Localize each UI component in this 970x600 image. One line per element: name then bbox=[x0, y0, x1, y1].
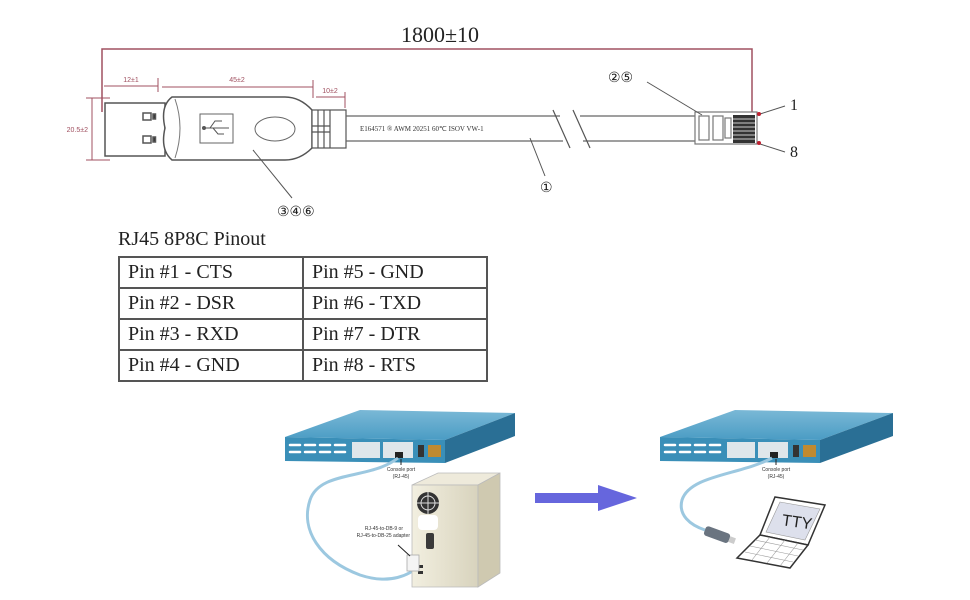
height-label: 20.5±2 bbox=[67, 127, 88, 134]
console-port-sublabel-left: (RJ-45) bbox=[393, 474, 410, 480]
pin-cell: Pin #7 - DTR bbox=[302, 318, 488, 351]
table-row: Pin #3 - RXD Pin #7 - DTR bbox=[118, 318, 488, 351]
pin-cell: Pin #5 - GND bbox=[302, 256, 488, 289]
pin-cell: Pin #6 - TXD bbox=[302, 287, 488, 320]
cable-break-marks bbox=[552, 109, 591, 149]
usb-housing-callout: ③④⑥ bbox=[277, 203, 315, 219]
laptop bbox=[735, 496, 827, 569]
usb-housing bbox=[162, 96, 313, 161]
strain-relief-dimension bbox=[316, 92, 346, 108]
height-dimension bbox=[86, 97, 110, 161]
adapter-sublabel: RJ-45-to-DB-25 adapter bbox=[357, 533, 411, 539]
pinout-table: Pin #1 - CTS Pin #5 - GND Pin #2 - DSR P… bbox=[118, 256, 488, 382]
console-port-label-left: Console port bbox=[387, 467, 416, 473]
pin-cell: Pin #8 - RTS bbox=[302, 349, 488, 382]
usb-plug-icon bbox=[703, 526, 736, 544]
arrow-right-icon bbox=[535, 485, 637, 511]
rj45-contacts bbox=[733, 115, 755, 143]
router-right bbox=[660, 410, 893, 463]
total-length-dimension-line bbox=[101, 48, 753, 112]
pin-cell: Pin #2 - DSR bbox=[118, 287, 304, 320]
serial-port bbox=[426, 533, 434, 549]
cable-callout: ① bbox=[540, 179, 553, 195]
rj45-boot-leader bbox=[646, 81, 703, 116]
router-left bbox=[285, 410, 515, 463]
strain-relief-label: 10±2 bbox=[322, 88, 338, 95]
usb-housing-leader bbox=[252, 149, 293, 199]
total-length-label: 1800±10 bbox=[401, 22, 479, 47]
cable-callout-leader bbox=[529, 137, 546, 177]
body-length-label: 45±2 bbox=[229, 77, 245, 84]
pin-cell: Pin #3 - RXD bbox=[118, 318, 304, 351]
adapter-label: RJ-45-to-DB-9 or bbox=[365, 526, 403, 532]
table-row: Pin #4 - GND Pin #8 - RTS bbox=[118, 349, 488, 382]
console-port-right bbox=[770, 452, 778, 458]
table-row: Pin #1 - CTS Pin #5 - GND bbox=[118, 256, 488, 289]
console-port-sublabel-right: (RJ-45) bbox=[768, 474, 785, 480]
pin-1-label: 1 bbox=[790, 97, 798, 114]
console-port-left bbox=[395, 452, 403, 458]
pin-8-label: 8 bbox=[790, 144, 798, 161]
cable-print-text: E164571 ® AWM 20251 60℃ ISOV VW-1 bbox=[360, 125, 484, 133]
usb-grip-oval bbox=[254, 116, 296, 142]
usb-trident-icon bbox=[202, 120, 229, 135]
rj45-boot-callout: ②⑤ bbox=[608, 69, 633, 85]
console-cable-right bbox=[679, 456, 773, 532]
usb-a-plug bbox=[104, 102, 166, 157]
pin-cell: Pin #1 - CTS bbox=[118, 256, 304, 289]
table-row: Pin #2 - DSR Pin #6 - TXD bbox=[118, 287, 488, 320]
pin-8-leader bbox=[756, 142, 786, 153]
console-port-label-right: Console port bbox=[762, 467, 791, 473]
pc-tower bbox=[411, 472, 501, 588]
plug-length-label: 12±1 bbox=[123, 77, 139, 84]
pin-cell: Pin #4 - GND bbox=[118, 349, 304, 382]
cable-body bbox=[346, 115, 695, 142]
pin-1-leader bbox=[756, 105, 786, 116]
console-cable-left bbox=[305, 456, 422, 581]
tty-screen-text: TTY bbox=[781, 512, 814, 533]
pinout-title: RJ45 8P8C Pinout bbox=[118, 228, 266, 250]
db9-adapter bbox=[406, 554, 420, 572]
usb-logo-box bbox=[199, 113, 234, 144]
connection-diagram: Console port (RJ-45) RJ-45-to-DB-9 or RJ… bbox=[285, 410, 893, 588]
laptop-keyboard bbox=[735, 534, 810, 569]
cable-drawing: 1800±10 12±1 45±2 10±2 20.5±2 bbox=[67, 22, 798, 219]
strain-relief bbox=[311, 109, 347, 149]
plug-length-dimension bbox=[104, 78, 159, 92]
body-length-dimension bbox=[162, 80, 314, 98]
